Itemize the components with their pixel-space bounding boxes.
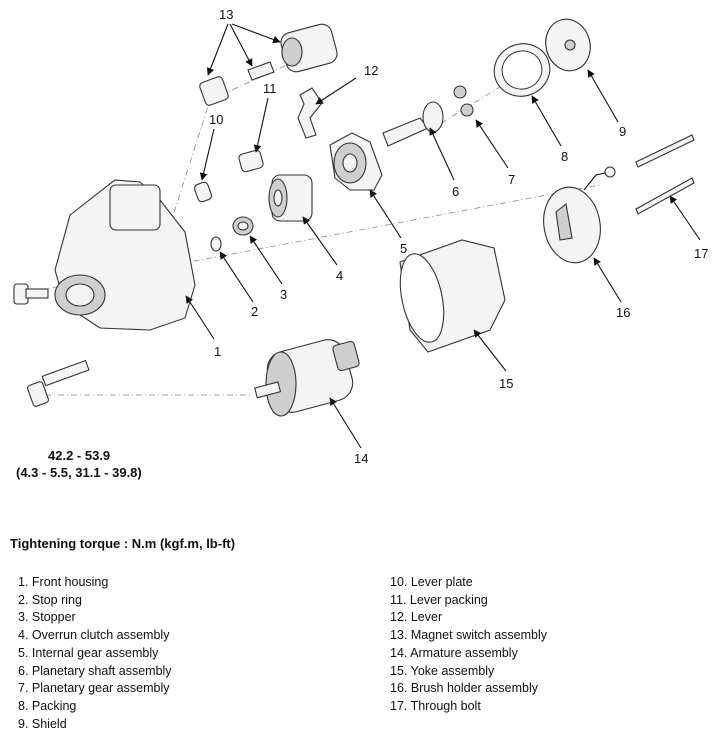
overrun-clutch-part [268,174,313,222]
callout-7: 7 [508,172,515,187]
legend-item: 3. Stopper [18,610,76,625]
callout-2: 2 [251,304,258,319]
lever-part [297,87,323,139]
legend-item: 9. Shield [18,716,67,731]
legend-item: 2. Stop ring [18,592,82,607]
legend-item: 15. Yoke assembly [390,663,495,678]
lever-packing-part [238,149,264,173]
yoke-part [399,239,506,353]
callout-16: 16 [616,305,630,320]
planetary-shaft-part [382,101,444,147]
callout-11: 11 [263,81,277,96]
callout-3: 3 [280,287,287,302]
callout-12: 12 [364,63,378,78]
torque-heading: Tightening torque : N.m (kgf.m, lb-ft) [10,536,236,551]
callout-8: 8 [561,149,568,164]
housing-bolt-small [13,283,49,305]
through-bolt-part [635,134,695,215]
starter-exploded-diagram: 1 2 3 4 5 6 7 8 9 10 11 12 13 14 15 16 1… [13,7,708,480]
legend-right-column: 10. Lever plate 11. Lever packing 12. Le… [390,574,547,716]
legend-item: 1. Front housing [18,575,109,589]
internal-gear-part [329,132,383,191]
stopper-part [232,216,254,236]
planetary-gear-part [453,85,474,117]
callout-10: 10 [209,112,223,127]
legend-item: 14. Armature assembly [390,645,518,660]
brush-holder-part [543,166,616,264]
stop-ring-part [210,236,222,252]
shield-part [545,18,591,72]
torque-alt-units: (4.3 - 5.5, 31.1 - 39.8) [16,465,142,480]
packing-part [493,43,551,97]
legend-item: 16. Brush holder assembly [390,681,538,696]
callout-labels: 1 2 3 4 5 6 7 8 9 10 11 12 13 14 15 16 1… [209,7,708,466]
legend-item: 7. Planetary gear assembly [18,681,170,696]
torque-value: 42.2 - 53.9 [48,448,110,463]
callout-4: 4 [336,268,343,283]
callout-9: 9 [619,124,626,139]
callout-13: 13 [219,7,233,22]
magnet-switch-part [199,23,338,106]
legend-item: 10. Lever plate [390,575,473,589]
front-housing-part [54,179,196,331]
callout-17: 17 [694,246,708,261]
legend-item: 8. Packing [18,698,77,713]
callout-5: 5 [400,241,407,256]
legend-item: 6. Planetary shaft assembly [18,663,172,678]
legend-item: 12. Lever [390,610,443,625]
callout-15: 15 [499,376,513,391]
legend-item: 5. Internal gear assembly [18,645,159,660]
legend-left-column: 1. Front housing 2. Stop ring 3. Stopper… [18,574,172,733]
armature-part [254,339,360,417]
callout-14: 14 [354,451,368,466]
callout-1: 1 [214,344,221,359]
callout-6: 6 [452,184,459,199]
lever-plate-part [193,181,213,203]
legend-item: 4. Overrun clutch assembly [18,628,170,643]
callout-leaders [185,23,701,449]
legend-item: 11. Lever packing [390,592,488,607]
legend-item: 13. Magnet switch assembly [390,628,548,643]
mounting-bolt [27,359,90,407]
legend-item: 17. Through bolt [390,698,481,713]
